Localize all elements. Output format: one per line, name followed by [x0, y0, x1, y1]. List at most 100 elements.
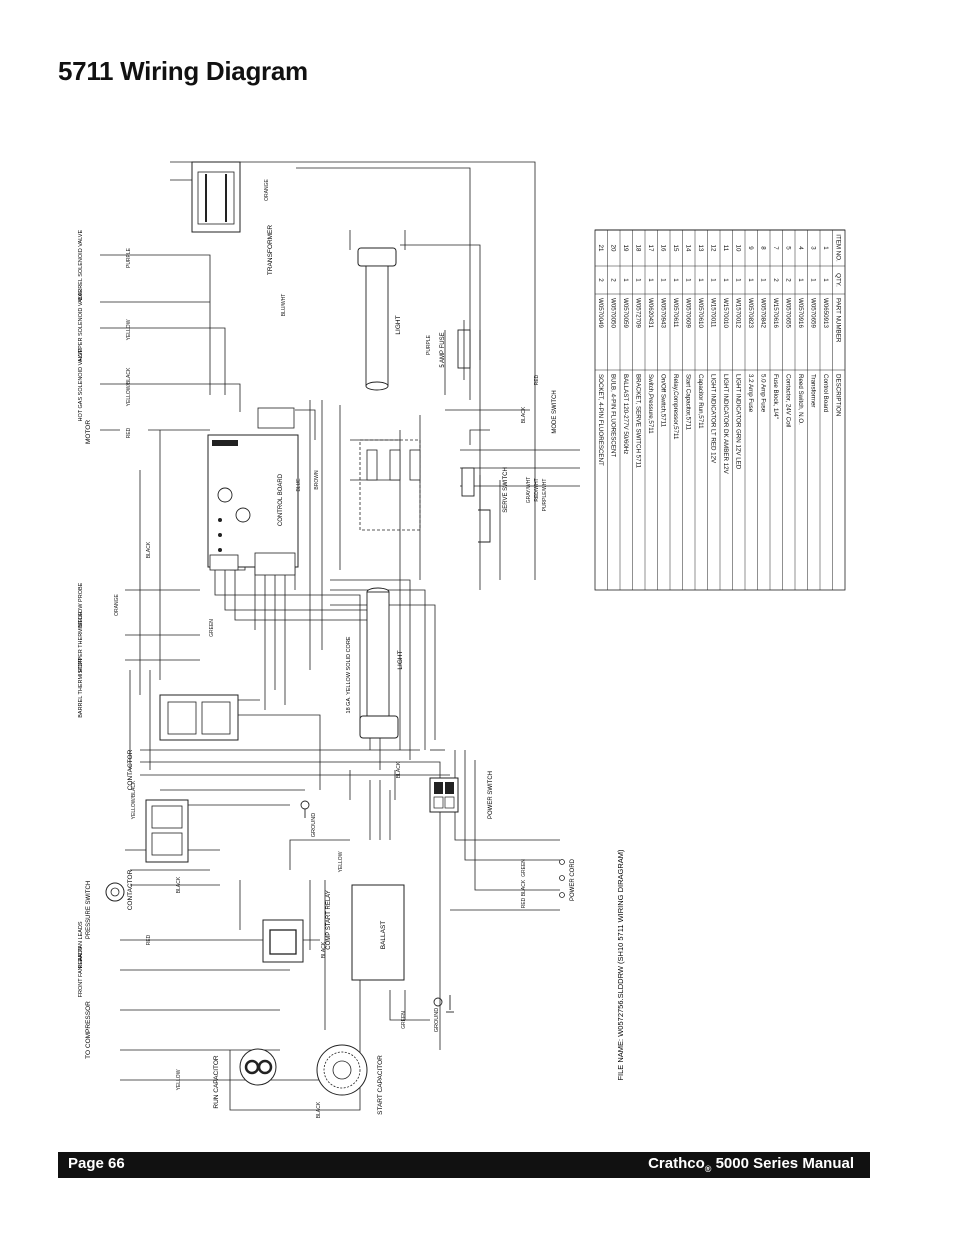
transformer: TRANSFORMER [191, 161, 274, 276]
table-header: ITEM NO. [835, 234, 842, 262]
table-cell: LIGHT INDICATOR GRN 12V LED [735, 374, 742, 470]
ground-bottom-label: GROUND [434, 1008, 440, 1032]
table-cell: W0570659 [810, 298, 817, 328]
hotgas-valve-label: HOT GAS SOLENOID VALVE [78, 348, 84, 421]
table-cell: BRACKET, SERVE SWITCH 5711 [635, 374, 642, 469]
start-relay-label: COMP START RELAY [326, 890, 332, 949]
wire-label-red-1: RED [126, 427, 132, 438]
contactor-top-label: CONTACTOR [127, 749, 134, 790]
wire-label-green-2: GREEN [401, 1011, 407, 1029]
table-cell: W0570916 [797, 298, 804, 328]
table-cell: 1 [672, 278, 679, 282]
footer-manual-name: 5000 Series Manual [715, 1155, 854, 1172]
table-cell: 5.0 Amp Fuse [760, 374, 767, 413]
left-labels: BARREL SOLENOID VALVE HOPPER SOLENOID VA… [78, 230, 92, 1059]
table-cell: 8 [760, 246, 767, 250]
table-cell: Control Board [822, 374, 829, 413]
wire-label-black-2: BLACK [521, 406, 527, 423]
table-cell: LIGHT INDICATOR DK AMBER 12V [722, 374, 729, 475]
table-cell: 1 [622, 278, 629, 282]
table-cell: Fuse Block, 1/4" [772, 374, 779, 419]
table-header: QTY. [835, 273, 842, 287]
table-cell: W0570943 [660, 298, 667, 328]
table-cell: 3.2 Amp Fuse [747, 374, 754, 413]
control-board: CONTROL BOARD [207, 407, 299, 576]
table-cell: 1 [647, 278, 654, 282]
table-cell: Start Capacitor,5711 [685, 374, 692, 431]
indicator-lights [359, 439, 421, 531]
table-cell: 1 [635, 278, 642, 282]
table-cell: 4 [797, 246, 804, 250]
table-cell: BALLAST 120-277V 50/60Hz [622, 374, 629, 454]
table-cell: 1 [760, 278, 767, 282]
contactor-top: CONTACTOR [127, 694, 239, 790]
barrel-valve-label: BARREL SOLENOID VALVE [78, 230, 84, 301]
wire-label-yellow-3: YELLOW [176, 1069, 182, 1090]
transformer-label: TRANSFORMER [267, 225, 274, 276]
run-capacitor-label: RUN CAPACITOR [213, 1055, 220, 1109]
table-cell: W0650913 [822, 298, 829, 328]
wire-label-yellow-black: YELLOW/BLACK [126, 367, 132, 406]
table-cell: Relay,Compressor,5711 [672, 374, 679, 440]
table-cell: 2 [785, 278, 792, 282]
table-cell: 14 [685, 245, 692, 252]
table-cell: W0570610 [697, 298, 704, 328]
front-fan-label: FRONT FAN LEADS [78, 946, 84, 997]
mode-switch: MODE SWITCH [552, 390, 558, 433]
wire-label-orange: ORANGE [114, 594, 120, 616]
table-cell: 21 [597, 245, 604, 252]
wire-label-blue: BLUE [296, 478, 302, 492]
table-cell: 15 [672, 245, 679, 252]
wire-label-brown: BROWN [314, 470, 320, 490]
wire-label-yellow-2: YELLOW [338, 851, 344, 872]
ground-top: GROUND [300, 800, 317, 837]
table-cell: 5 [785, 246, 792, 250]
parts-table: ITEM NO.QTY.PART NUMBERDESCRIPTION11W065… [594, 229, 846, 591]
wire-color-labels: PURPLE YELLOW YELLOW/BLACK RED ORANGE BL… [114, 179, 548, 1119]
table-cell: 1 [697, 278, 704, 282]
table-cell: 11 [722, 245, 729, 252]
table-cell: W0570842 [760, 298, 767, 328]
power-cord-label: POWER CORD [570, 858, 576, 901]
table-cell: Capacitor Run,5711 [697, 374, 704, 429]
table-cell: W1570616 [772, 298, 779, 328]
wire-label-black-6: BLACK [316, 1101, 322, 1118]
wire-label-blu-wht: BLU/WHT [281, 294, 287, 317]
ballast: BALLAST [351, 884, 405, 981]
wire-label-red-2: RED [534, 374, 540, 385]
table-cell: 19 [622, 245, 629, 252]
table-cell: 1 [735, 278, 742, 282]
table-cell: SOCKET, 4-PIN FLUORESCENT [597, 374, 604, 466]
table-cell: 1 [660, 278, 667, 282]
table-cell: 20 [610, 245, 617, 252]
wire-label-black-7: BLACK [521, 879, 527, 896]
table-cell: W0620431 [647, 298, 654, 328]
footer-brand: Crathco [648, 1155, 705, 1172]
ground-bottom: GROUND [433, 995, 454, 1032]
table-cell: Switch,Pressure,5711 [647, 374, 654, 434]
table-cell: 1 [822, 278, 829, 282]
file-name: FILE NAME: W0572756.SLDDRW (SH10 5711 WI… [616, 849, 625, 1081]
table-cell: LIGHT INDICATOR LT RED 12V [710, 374, 717, 464]
light-top: LIGHT [357, 247, 402, 391]
table-cell: Reed Switch, N.O. [797, 374, 804, 425]
motor-label: MOTOR [85, 420, 92, 444]
power-switch-label: POWER SWITCH [488, 771, 494, 819]
hopper-thermistor-label: HOPPER THERMISTOR [78, 612, 84, 673]
contactor-bottom-label: CONTACTOR [127, 869, 134, 910]
serve-switch: SERVE SWITCH [461, 467, 509, 543]
page-title: 5711 Wiring Diagram [58, 56, 308, 86]
yellow-core-label: 18 GA. YELLOW SOLID CORE [346, 636, 352, 713]
table-cell: 13 [697, 245, 704, 252]
barrel-thermistor-label: BARREL THERMISTOR [78, 658, 84, 718]
table-cell: W0570655 [785, 298, 792, 328]
footer-bar: Page 66 Crathco® 5000 Series Manual [58, 1152, 870, 1178]
hopper-valve-label: HOPPER SOLENOID VALVE [78, 289, 84, 361]
footer-reg-mark: ® [704, 1164, 712, 1174]
table-cell: 3 [810, 246, 817, 250]
control-board-label: CONTROL BOARD [278, 473, 284, 526]
table-cell: 1 [710, 278, 717, 282]
power-switch: POWER SWITCH [429, 771, 494, 819]
rear-fan-label: REAR FAN LEADS [78, 921, 84, 968]
table-cell: 2 [610, 278, 617, 282]
